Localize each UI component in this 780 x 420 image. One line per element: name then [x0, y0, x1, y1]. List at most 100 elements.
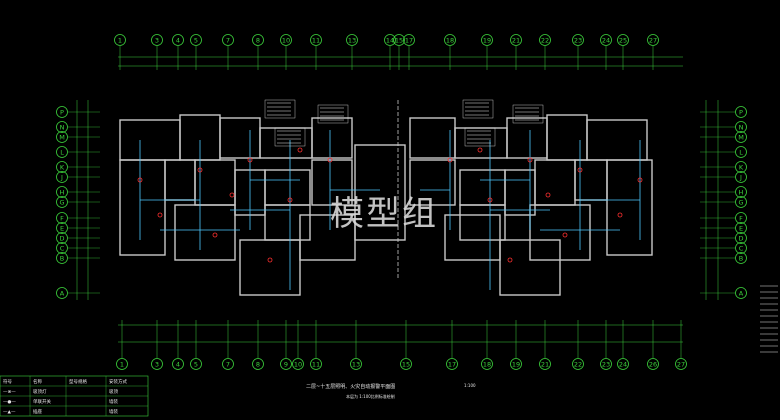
- axis-bubble: [510, 34, 522, 46]
- axis-label: H: [739, 188, 744, 196]
- device-symbol: [229, 192, 235, 198]
- axis-bubble: [735, 106, 747, 118]
- device-symbol: [137, 177, 143, 183]
- axis-label: 5: [194, 360, 198, 368]
- legend-cell: 单联开关: [33, 398, 51, 405]
- room-wall: [354, 144, 406, 241]
- device-symbol: [617, 212, 623, 218]
- panel-note-box: [274, 127, 306, 147]
- axis-bubble: [56, 252, 68, 264]
- left-axis-L: L: [56, 146, 68, 158]
- axis-bubble: [403, 34, 415, 46]
- axis-label: 3: [155, 36, 159, 44]
- room-wall: [444, 214, 501, 261]
- axis-label: E: [739, 224, 743, 232]
- top-axis-18: 18: [444, 34, 456, 46]
- right-axis-G: G: [735, 196, 747, 208]
- axis-label: 17: [405, 36, 413, 44]
- axis-label: A: [60, 289, 65, 297]
- axis-label: P: [739, 108, 743, 116]
- axis-label: 23: [602, 360, 610, 368]
- device-symbol: [297, 147, 303, 153]
- axis-label: 8: [256, 360, 260, 368]
- bottom-axis-27: 27: [675, 358, 687, 370]
- bottom-axis-26: 26: [647, 358, 659, 370]
- axis-label: 11: [312, 360, 320, 368]
- axis-bubble: [617, 358, 629, 370]
- axis-label: F: [739, 214, 743, 222]
- top-axis-7: 7: [222, 34, 234, 46]
- axis-bubble: [172, 358, 184, 370]
- left-axis-K: K: [56, 161, 68, 173]
- device-symbol: [247, 157, 253, 163]
- left-axis-G: G: [56, 196, 68, 208]
- legend-cell: 墙装: [109, 408, 118, 415]
- device-symbol: [287, 197, 293, 203]
- axis-label: 15: [395, 36, 403, 44]
- axis-label: 22: [574, 360, 582, 368]
- axis-label: D: [59, 234, 64, 242]
- axis-label: 22: [541, 36, 549, 44]
- right-axis-E: E: [735, 222, 747, 234]
- bottom-axis-19: 19: [510, 358, 522, 370]
- axis-bubble: [735, 222, 747, 234]
- axis-bubble: [310, 34, 322, 46]
- axis-label: 4: [176, 36, 180, 44]
- bottom-axis-18: 18: [481, 358, 493, 370]
- top-axis-13: 13: [346, 34, 358, 46]
- drawing-subtitle: 本层为 1:100比例标准绘制: [346, 394, 395, 399]
- axis-label: 19: [483, 36, 491, 44]
- axis-label: 1: [120, 360, 124, 368]
- axis-label: C: [739, 244, 744, 252]
- axis-bubble: [735, 242, 747, 254]
- device-symbol: [507, 257, 513, 263]
- axis-label: 15: [402, 360, 410, 368]
- watermark: 模型组: [330, 194, 438, 234]
- axis-bubble: [151, 358, 163, 370]
- right-axis-C: C: [735, 242, 747, 254]
- axis-label: 21: [541, 360, 549, 368]
- axis-label: 5: [194, 36, 198, 44]
- axis-bubble: [56, 146, 68, 158]
- axis-bubble: [190, 358, 202, 370]
- device-symbol: [212, 232, 218, 238]
- axis-bubble: [735, 146, 747, 158]
- axis-label: 21: [512, 36, 520, 44]
- legend-cell: 吸顶灯: [33, 388, 47, 395]
- axis-label: 11: [312, 36, 320, 44]
- axis-bubble: [252, 358, 264, 370]
- left-axis-H: H: [56, 186, 68, 198]
- legend-cell: 吸顶: [109, 389, 118, 395]
- top-axis-4: 4: [172, 34, 184, 46]
- left-axis-C: C: [56, 242, 68, 254]
- bottom-axis-24: 24: [617, 358, 629, 370]
- axis-bubble: [172, 34, 184, 46]
- axis-bubble: [572, 34, 584, 46]
- axis-label: 17: [448, 360, 456, 368]
- axis-label: 10: [282, 36, 290, 44]
- left-axis-B: B: [56, 252, 68, 264]
- axis-bubble: [647, 358, 659, 370]
- legend-cell: —●—: [3, 400, 16, 405]
- device-symbol: [545, 192, 551, 198]
- right-axis-P: P: [735, 106, 747, 118]
- axis-label: 9: [284, 360, 288, 368]
- left-axis-A: A: [56, 287, 68, 299]
- axis-label: C: [60, 244, 65, 252]
- top-axis-25: 25: [617, 34, 629, 46]
- left-axis-M: M: [56, 131, 68, 143]
- axis-label: 10: [294, 360, 302, 368]
- top-axis-23: 23: [572, 34, 584, 46]
- axis-bubble: [114, 34, 126, 46]
- left-axis-E: E: [56, 222, 68, 234]
- room-wall: [606, 159, 653, 256]
- top-axis-17: 17: [403, 34, 415, 46]
- axis-bubble: [735, 186, 747, 198]
- axis-bubble: [735, 161, 747, 173]
- device-symbol: [577, 167, 583, 173]
- axis-bubble: [116, 358, 128, 370]
- axis-bubble: [735, 287, 747, 299]
